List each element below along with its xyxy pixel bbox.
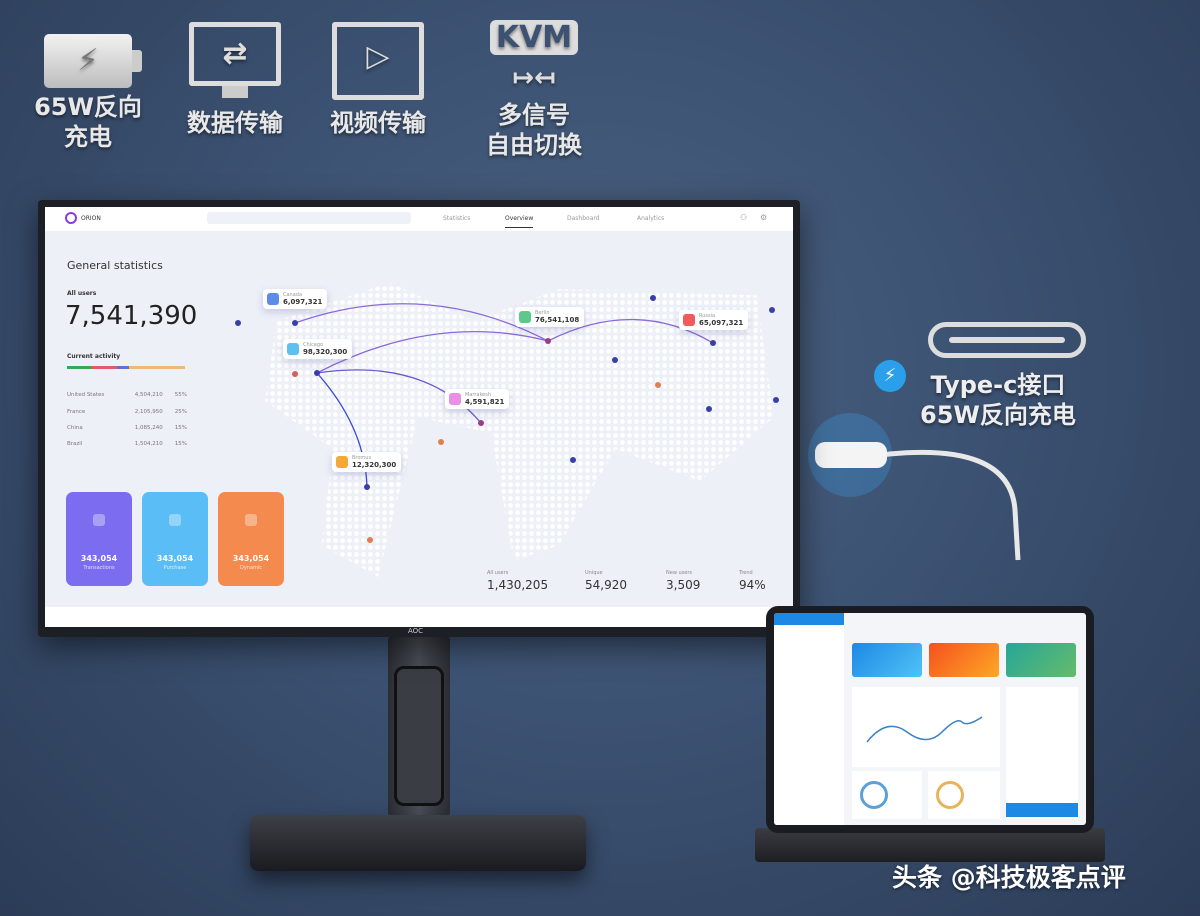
tab-analytics[interactable]: Analytics xyxy=(637,215,665,222)
kvm-badge: KVM xyxy=(489,20,579,55)
tablet xyxy=(766,606,1094,833)
usb-c-cable xyxy=(808,413,1021,561)
feature-label: 多信号 xyxy=(498,101,570,129)
feature-reverse-charging: ⚡ 65W反向 充电 xyxy=(28,20,148,152)
typec-line1: Type-c接口 xyxy=(930,371,1066,399)
tablet-activity-list xyxy=(1006,687,1078,819)
app-topbar: ORION Statistics Overview Dashboard Anal… xyxy=(45,207,793,231)
typec-label: Type-c接口 65W反向充电 xyxy=(920,370,1076,430)
monitor-screen: ORION Statistics Overview Dashboard Anal… xyxy=(45,207,793,627)
monitor-base xyxy=(250,815,586,871)
tablet-donut xyxy=(852,771,922,819)
brand-logo: AOC xyxy=(408,627,424,635)
kvm-switch-icon: ↦↤ xyxy=(512,63,556,93)
orion-logo-icon xyxy=(65,212,77,224)
monitor-stand xyxy=(388,636,450,816)
pin-icon xyxy=(519,311,531,323)
feature-label: 自由切换 xyxy=(486,131,582,159)
tab-dashboard[interactable]: Dashboard xyxy=(567,215,600,222)
search-input[interactable] xyxy=(207,212,411,224)
pin-icon xyxy=(267,293,279,305)
page-title: General statistics xyxy=(67,259,163,272)
activity-bar xyxy=(67,366,185,369)
all-users-value: 7,541,390 xyxy=(65,301,198,331)
shop-icon xyxy=(93,514,105,526)
tablet-line-chart xyxy=(852,687,1000,767)
watermark: 头条 @科技极客点评 xyxy=(892,863,1126,892)
tablet-donut xyxy=(928,771,1000,819)
tab-statistics[interactable]: Statistics xyxy=(443,215,471,222)
app-logo: ORION xyxy=(81,215,101,222)
feature-data-transfer: ⇄ 数据传输 xyxy=(175,22,295,138)
monitor: AOC ORION Statistics Overview Dashboard … xyxy=(38,200,800,637)
feature-label: 数据传输 xyxy=(187,109,283,137)
pin-icon xyxy=(449,393,461,405)
lightning-icon: ⚡ xyxy=(874,360,906,392)
feature-label: 65W反向 xyxy=(34,93,142,121)
settings-icon[interactable]: ⚙ xyxy=(760,213,768,222)
tab-overview[interactable]: Overview xyxy=(505,215,534,228)
compass-icon xyxy=(245,514,257,526)
pin-icon xyxy=(336,456,348,468)
tablet-sidebar-header xyxy=(774,613,844,625)
tablet-card xyxy=(929,643,999,677)
tablet-sidebar xyxy=(774,625,844,825)
feature-kvm: KVM ↦↤ 多信号 自由切换 xyxy=(474,20,594,160)
typec-line2: 65W反向充电 xyxy=(920,401,1076,429)
pin-icon xyxy=(287,343,299,355)
check-icon xyxy=(169,514,181,526)
user-icon[interactable]: ⚇ xyxy=(740,213,748,222)
all-users-label: All users xyxy=(67,290,97,297)
typec-port-icon xyxy=(928,322,1086,358)
battery-charge-icon: ⚡ xyxy=(44,34,142,88)
feature-label: 视频传输 xyxy=(330,109,426,137)
tablet-screen xyxy=(774,613,1086,825)
activity-label: Current activity xyxy=(67,353,121,360)
app-footer xyxy=(45,607,793,627)
pin-icon xyxy=(683,314,695,326)
feature-video-transfer: ▷ 视频传输 xyxy=(318,22,438,138)
keyboard xyxy=(755,828,1105,862)
monitor-transfer-icon: ⇄ xyxy=(189,22,281,86)
feature-label: 充电 xyxy=(64,123,112,151)
tablet-card xyxy=(852,643,922,677)
video-play-icon: ▷ xyxy=(332,22,424,100)
tablet-card xyxy=(1006,643,1076,677)
tablet-action-button xyxy=(1006,803,1078,817)
